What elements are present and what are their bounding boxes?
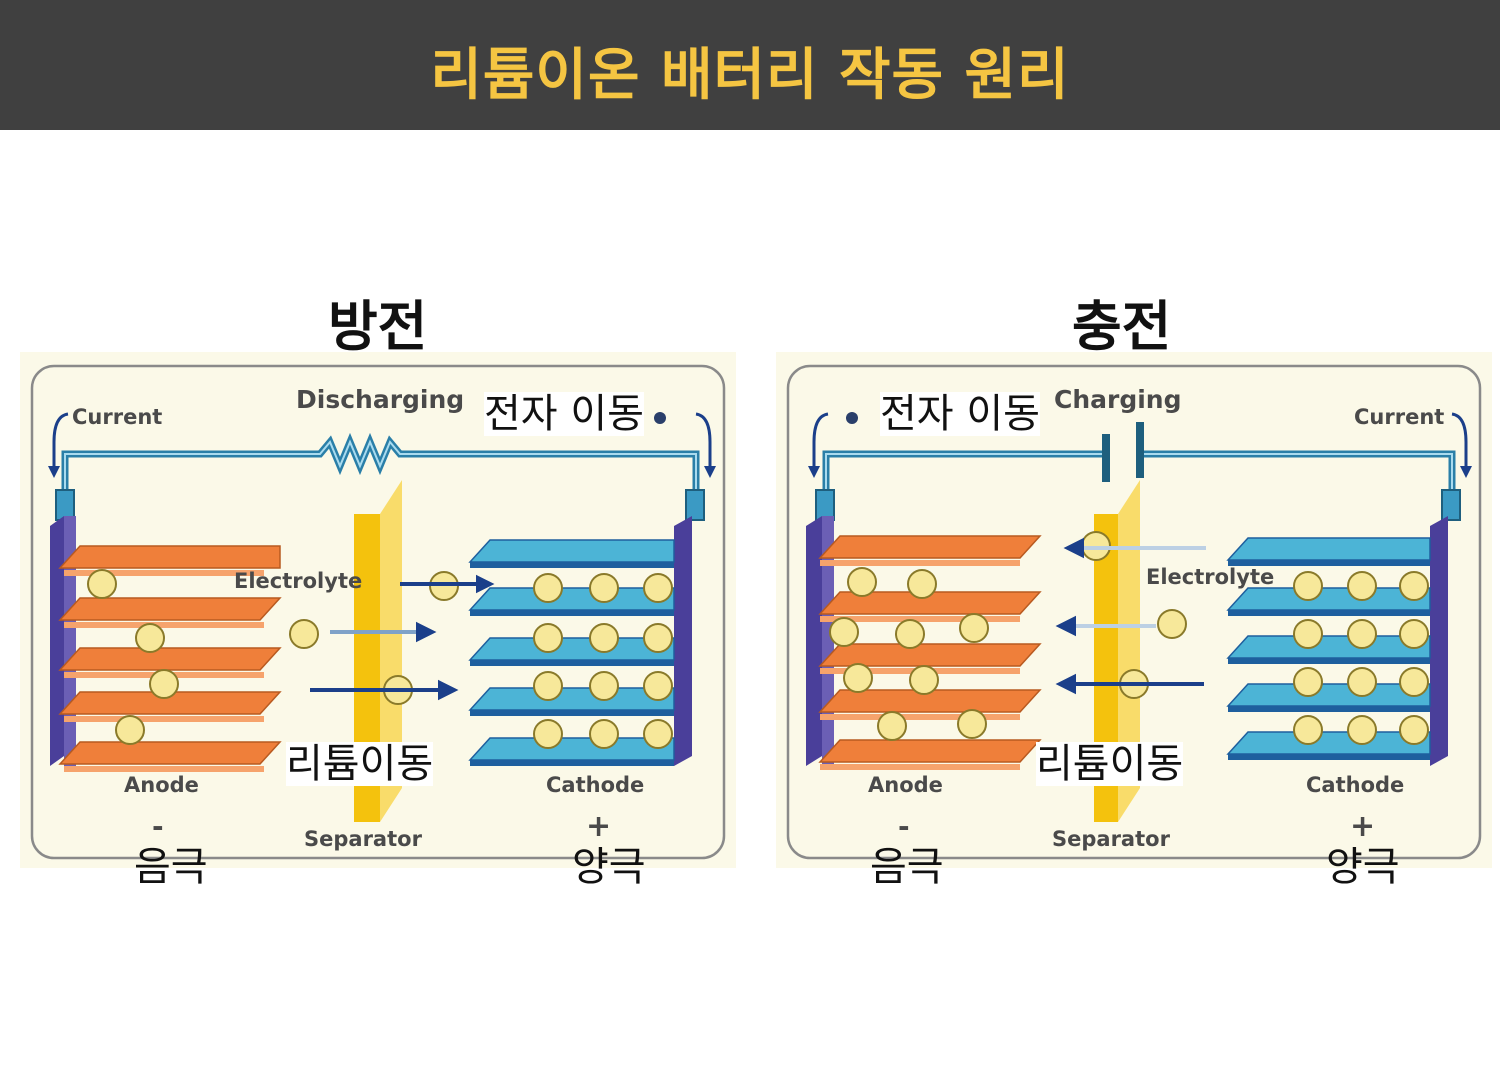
charge-separator-label: Separator	[1052, 827, 1171, 851]
charge-diagram-title: Charging	[1054, 385, 1182, 414]
charge-plus-sign: +	[1350, 809, 1375, 844]
discharge-negative-label: 음극	[134, 844, 208, 890]
discharge-current-label: Current	[72, 405, 162, 429]
header-bar: 리튬이온 배터리 작동 원리	[0, 0, 1500, 130]
discharge-diagram-graphic: Current Discharging Electrolyte Anode Ca…	[30, 364, 726, 860]
charge-negative-label: 음극	[870, 844, 944, 890]
charge-title: 충전	[1072, 295, 1172, 358]
charge-cathode-label: Cathode	[1306, 773, 1404, 797]
charge-anode-label: Anode	[868, 773, 943, 797]
charge-lithium-move-label: 리튬이동	[1036, 741, 1184, 787]
discharge-cathode-label: Cathode	[546, 773, 644, 797]
charge-diagram: Current Charging Electrolyte Anode Catho…	[776, 352, 1492, 868]
discharge-positive-label: 양극	[572, 844, 646, 890]
discharge-minus-sign: -	[152, 810, 164, 843]
discharge-electrolyte-label: Electrolyte	[234, 569, 362, 593]
discharge-plus-sign: +	[586, 809, 611, 844]
charge-positive-label: 양극	[1326, 844, 1400, 890]
charge-diagram-graphic: Current Charging Electrolyte Anode Catho…	[786, 364, 1482, 860]
charge-electrolyte-label: Electrolyte	[1146, 565, 1274, 589]
charge-minus-sign: -	[898, 810, 910, 843]
discharge-electron-move-label: 전자 이동	[484, 391, 644, 437]
discharge-separator-label: Separator	[304, 827, 423, 851]
page-title: 리튬이온 배터리 작동 원리	[430, 43, 1070, 108]
discharge-diagram-title: Discharging	[296, 385, 464, 414]
discharge-diagram: Current Discharging Electrolyte Anode Ca…	[20, 352, 736, 868]
charge-current-label: Current	[1354, 405, 1444, 429]
charge-electron-move-label: 전자 이동	[880, 391, 1040, 437]
discharge-anode-label: Anode	[124, 773, 199, 797]
discharge-title: 방전	[328, 295, 428, 358]
discharge-lithium-move-label: 리튬이동	[286, 741, 434, 787]
